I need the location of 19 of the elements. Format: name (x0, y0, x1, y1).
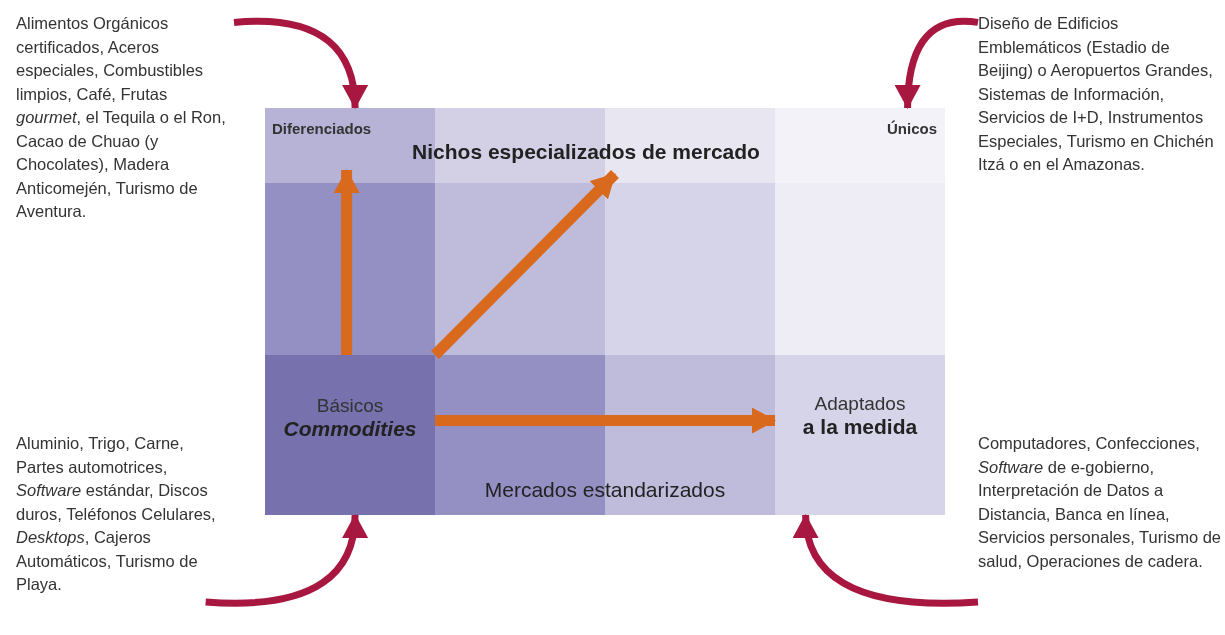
arrow (895, 17, 979, 109)
quadrant-label: Básicos (316, 395, 384, 417)
example-list: Diseño de Edificios Emblemáticos (Estadio de Beijing) o Aeropuertos Grandes, Sistemas de Información, Servicios de I+D, Instrumentos Especiales, Turismo en Chichén Itzá o en el Amazonas. (978, 12, 1218, 177)
arrow (431, 170, 619, 359)
arrow (435, 407, 776, 434)
quadrant-title: Mercados estandarizados (483, 478, 727, 502)
example-list: Computadores, Confecciones, Software de e-gobierno, Interpretación de Datos a Distancia, Banca en línea, Servicios personales, Turismo de salud, Operaciones de cadera. (978, 432, 1224, 573)
arrow (794, 514, 979, 607)
arrow (333, 169, 360, 355)
example-list: Alimentos Orgánicos certificados, Aceros especiales, Combustibles limpios, Café, Frutas gourmet, el Tequila o el Ron, Cacao de Chuao (y Chocolates), Madera Anticomején, Turismo de Aventura. (16, 12, 234, 224)
quadrant-subtitle: Commodities (283, 417, 417, 441)
axis-label: Únicos (886, 120, 937, 137)
quadrant-subtitle: a la medida (802, 415, 918, 439)
quadrant-label: Adaptados (814, 393, 906, 415)
arrow (205, 514, 367, 607)
axis-label: Diferenciados (272, 120, 373, 137)
example-list: Aluminio, Trigo, Carne, Partes automotrices, Software estándar, Discos duros, Teléfonos Celulares, Desktops, Cajeros Automáticos, Turismo de Playa. (16, 432, 234, 597)
quadrant-title: Nichos especializados de mercado (411, 140, 761, 164)
arrow (233, 17, 367, 109)
